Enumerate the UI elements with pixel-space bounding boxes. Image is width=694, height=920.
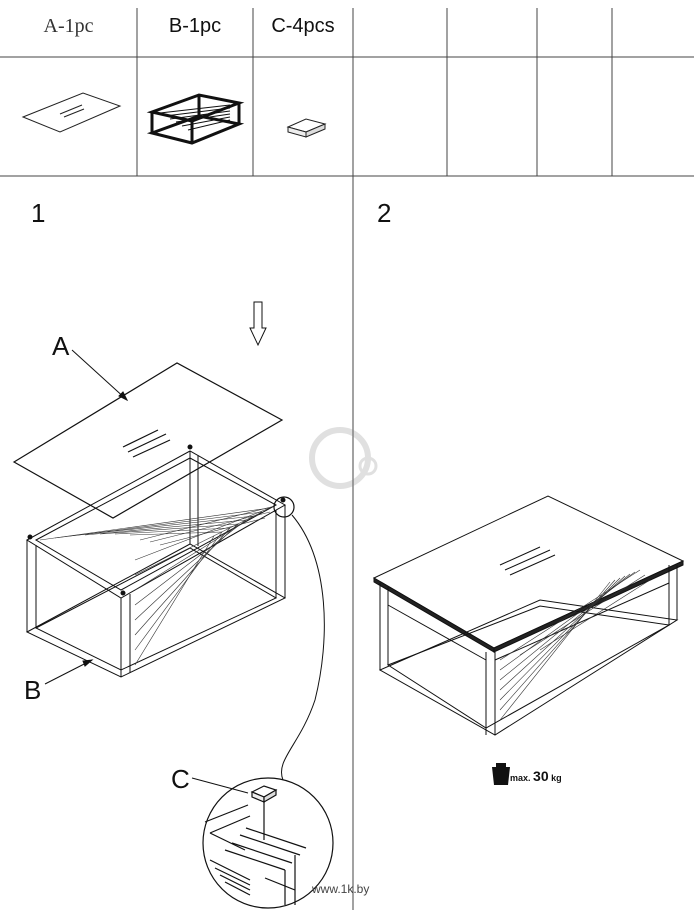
watermark-url: www.1k.by — [312, 882, 370, 896]
parts-table: A-1pc B-1pc C-4pcs — [0, 0, 694, 176]
glass-top — [12, 362, 284, 519]
part-a-glass-icon — [21, 92, 122, 133]
part-b-frame-icon — [146, 93, 245, 145]
assembled-string-art — [499, 569, 651, 721]
max-load-label: max. 30 kg — [510, 768, 562, 784]
part-c-label: C-4pcs — [271, 15, 335, 37]
max-load-value: 30 — [533, 768, 549, 784]
weight-icon — [492, 763, 510, 785]
part-c-pad-icon — [286, 118, 327, 138]
step1-illustration — [12, 301, 334, 909]
part-b-label: B-1pc — [168, 15, 222, 37]
step-2-number: 2 — [377, 198, 392, 228]
callout-b: B — [24, 675, 42, 705]
string-art — [39, 505, 276, 666]
pointer-lines — [44, 349, 249, 794]
parts-table-grid — [0, 8, 694, 177]
step-1-number: 1 — [31, 198, 46, 228]
max-load-unit: kg — [551, 773, 562, 783]
part-a-label: A-1pc — [43, 15, 94, 37]
detail-marker-circle — [273, 496, 295, 518]
detail-leader-line — [281, 514, 325, 781]
detail-callout — [202, 777, 334, 909]
frame-b — [25, 444, 287, 678]
callout-c: C — [171, 764, 190, 794]
step2-illustration — [372, 495, 685, 785]
max-load-prefix: max. — [510, 773, 531, 783]
watermark-logo — [309, 427, 378, 489]
callout-a: A — [52, 331, 70, 361]
down-arrow-icon — [249, 301, 267, 347]
assembled-frame — [378, 565, 679, 736]
